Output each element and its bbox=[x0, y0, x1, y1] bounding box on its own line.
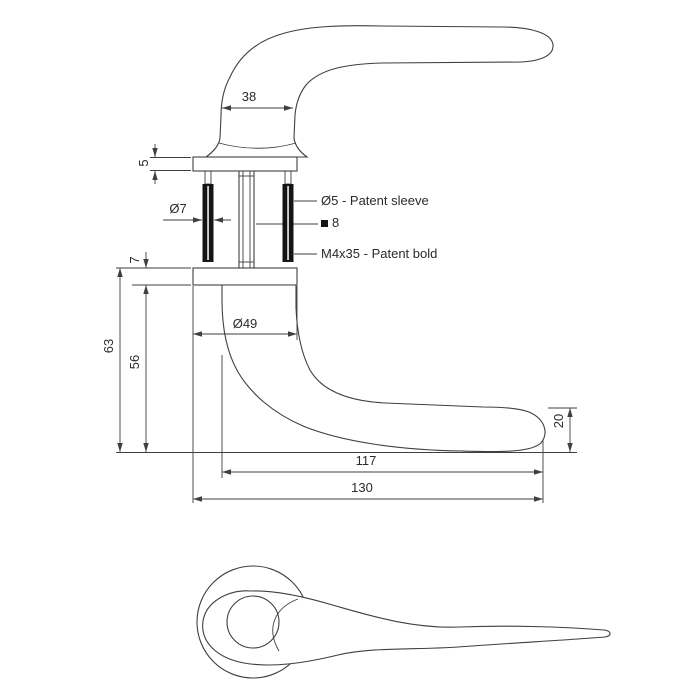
dim-overall-length: 130 bbox=[192, 286, 543, 503]
dim-inner-length: 117 bbox=[221, 355, 544, 503]
spindle bbox=[238, 171, 255, 268]
handle-top-side-view bbox=[192, 25, 554, 172]
rose-plate bbox=[192, 267, 298, 286]
handle-lower-side-view bbox=[221, 284, 546, 453]
dim-bolt-diameter: Ø7 bbox=[163, 201, 231, 223]
bolt-center-line bbox=[287, 186, 289, 260]
bolt-stem bbox=[284, 170, 292, 185]
dim-label-neck-width: 38 bbox=[242, 89, 256, 104]
dim-rose-thickness: 7 bbox=[116, 252, 191, 286]
left-bolt bbox=[202, 170, 214, 262]
right-bolt bbox=[282, 170, 294, 262]
dim-label-rose-thickness: 7 bbox=[127, 256, 142, 263]
dim-label-inner-length: 117 bbox=[356, 453, 377, 468]
note-label-spindle-square: 8 bbox=[332, 215, 339, 230]
dim-grip-thickness: 20 bbox=[548, 407, 577, 452]
dimensions: 38 5 Ø7 Ø5 - Patent sleeve 8 bbox=[101, 89, 577, 503]
dim-label-overall-length: 130 bbox=[351, 480, 373, 495]
dim-label-grip-thickness: 20 bbox=[551, 414, 566, 428]
handle-blade-outline bbox=[202, 590, 611, 666]
dim-rose-diameter: Ø49 bbox=[193, 286, 298, 340]
dim-label-overall-height: 63 bbox=[101, 339, 116, 353]
dim-top-plate-thickness: 5 bbox=[136, 144, 191, 184]
dim-label-inner-height: 56 bbox=[127, 355, 142, 369]
handle-outline-top bbox=[204, 25, 554, 158]
rose-inner-circle bbox=[226, 595, 280, 649]
note-patent-sleeve: Ø5 - Patent sleeve bbox=[294, 193, 429, 208]
escutcheon-plate bbox=[192, 156, 298, 172]
blade-contour-line bbox=[272, 598, 299, 652]
dim-inner-height: 56 bbox=[127, 285, 149, 452]
note-label-patent-bolt: M4x35 - Patent bold bbox=[321, 246, 437, 261]
bolt-stem bbox=[204, 170, 212, 185]
dim-neck-width: 38 bbox=[222, 89, 293, 111]
note-patent-bolt: M4x35 - Patent bold bbox=[294, 246, 437, 261]
handle-outline-lower bbox=[221, 284, 546, 453]
dim-label-bolt-diameter: Ø7 bbox=[169, 201, 186, 216]
note-spindle-square: 8 bbox=[321, 215, 339, 230]
dim-label-top-plate-thickness: 5 bbox=[136, 159, 151, 166]
bolt-center-line bbox=[207, 186, 209, 260]
fixing-cross-section bbox=[192, 170, 318, 286]
dim-label-rose-diameter: Ø49 bbox=[233, 316, 258, 331]
neck-collar-line bbox=[218, 142, 297, 149]
handle-front-view bbox=[196, 565, 611, 679]
note-label-patent-sleeve: Ø5 - Patent sleeve bbox=[321, 193, 429, 208]
square-symbol-icon bbox=[321, 220, 328, 227]
